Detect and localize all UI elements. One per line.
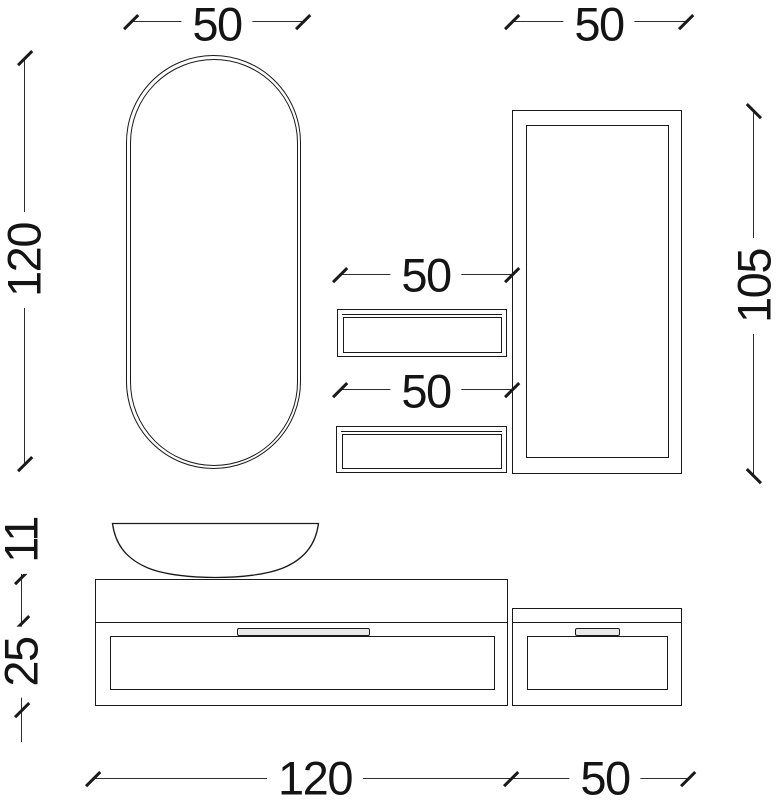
vanity-drawer-front bbox=[109, 636, 495, 690]
dim-label-mirror-height: 120 bbox=[0, 212, 51, 308]
wall-shelf-top-inner-panel bbox=[342, 317, 502, 353]
wall-shelf-top bbox=[337, 309, 507, 357]
side-cabinet bbox=[512, 608, 682, 706]
basin-outline bbox=[111, 522, 320, 579]
wall-shelf-bottom-inner-panel bbox=[341, 434, 502, 469]
dim-label-vanity-height: 25 bbox=[0, 626, 48, 698]
dim-label-side-cabinet-width: 50 bbox=[569, 754, 641, 802]
dim-label-tall-cabinet-height: 105 bbox=[728, 238, 779, 334]
tall-column-cabinet bbox=[512, 110, 682, 474]
vanity-countertop-edge-line bbox=[96, 621, 507, 623]
oval-mirror-inner-frame-line bbox=[129, 58, 298, 466]
side-cabinet-drawer-handle bbox=[575, 628, 620, 636]
dim-label-mirror-width: 50 bbox=[181, 0, 253, 48]
dim-label-tall-cabinet-width: 50 bbox=[563, 0, 635, 48]
dim-line-vanity-width bbox=[92, 778, 689, 780]
side-cabinet-top-edge-line bbox=[513, 621, 681, 623]
tall-column-cabinet-door-panel bbox=[526, 125, 669, 458]
countertop-basin bbox=[111, 522, 320, 579]
side-cabinet-drawer-front bbox=[526, 636, 668, 690]
dim-label-shelf-top-width: 50 bbox=[390, 251, 462, 299]
oval-mirror bbox=[126, 55, 301, 469]
dim-label-shelf-bottom-width: 50 bbox=[390, 367, 462, 415]
wall-shelf-bottom-edge-line bbox=[341, 430, 502, 432]
dim-label-basin-height: 11 bbox=[0, 506, 48, 574]
dim-label-vanity-width: 120 bbox=[267, 754, 363, 802]
vanity-cabinet bbox=[95, 579, 508, 706]
vanity-drawer-handle bbox=[236, 627, 370, 636]
wall-shelf-bottom bbox=[336, 426, 507, 473]
wall-shelf-top-edge-line bbox=[342, 313, 502, 315]
